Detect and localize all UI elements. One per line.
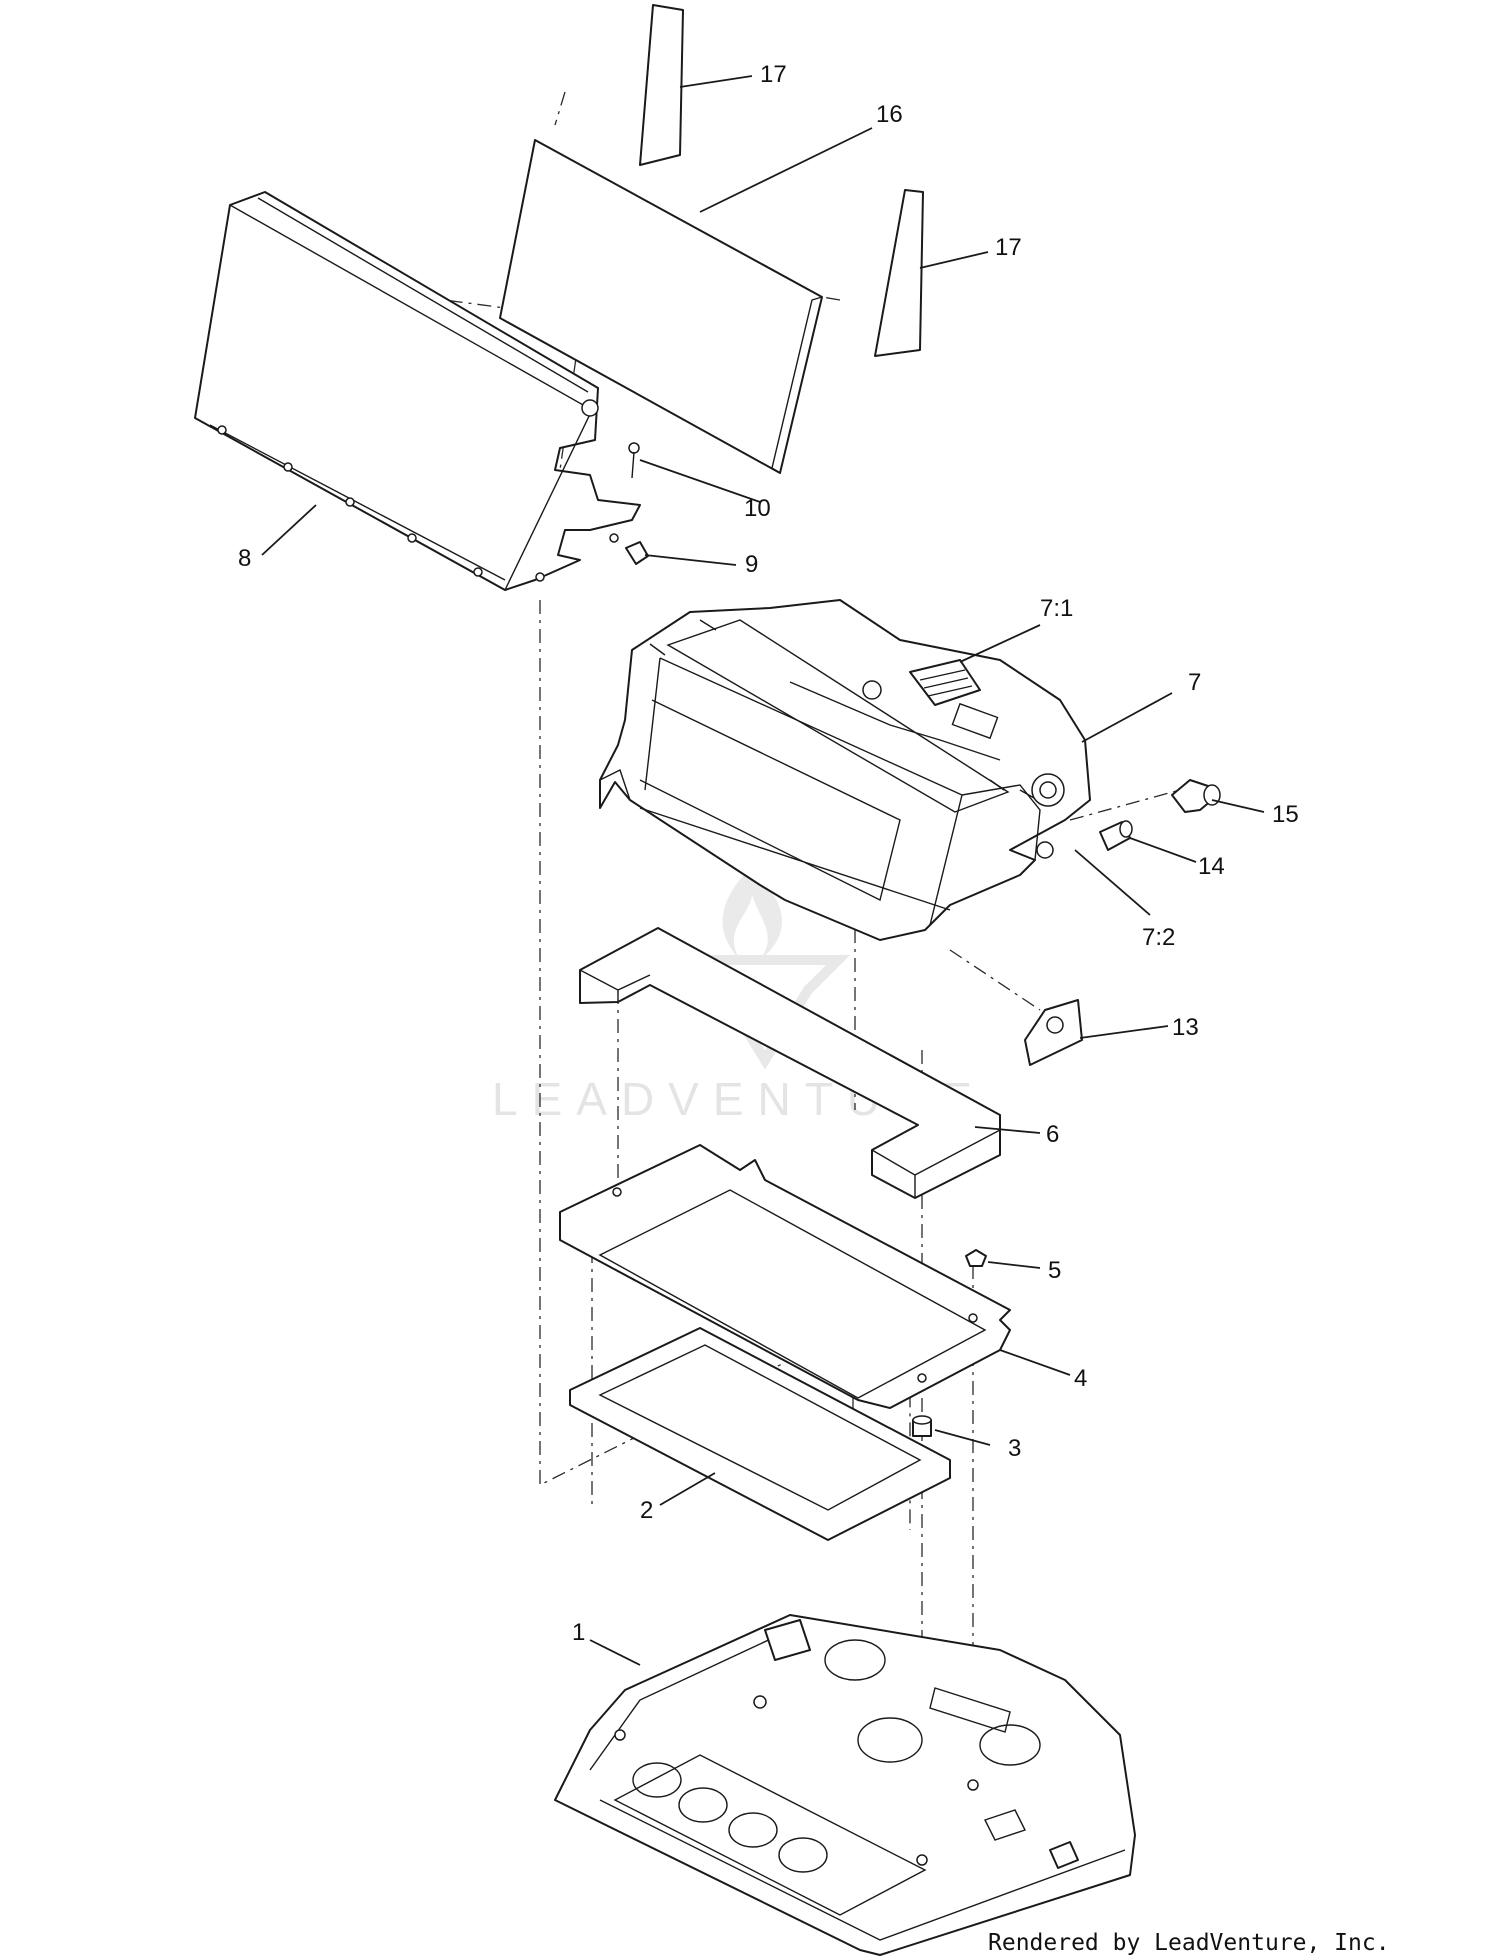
- footer-credit: Rendered by LeadVenture, Inc.: [988, 1930, 1390, 1956]
- callout-9: 9: [745, 551, 758, 578]
- part-2-gasket: [569, 1327, 951, 1541]
- part-8-cover: [194, 191, 641, 591]
- part-5-nut: [965, 1249, 987, 1267]
- part-6-frame: [579, 927, 1001, 1199]
- callout-14: 14: [1198, 853, 1225, 880]
- callout-3: 3: [1008, 1435, 1021, 1462]
- part-7-main-unit: [599, 599, 1091, 941]
- part-17-upper-wedge: [639, 4, 684, 166]
- callout-8: 8: [238, 545, 251, 572]
- callout-17-upper: 17: [760, 61, 787, 88]
- part-9-fastener: [609, 533, 649, 565]
- callout-17-lower: 17: [995, 234, 1022, 261]
- callout-7-2: 7:2: [1142, 924, 1175, 951]
- callout-16: 16: [876, 101, 903, 128]
- callout-15: 15: [1272, 801, 1299, 828]
- callout-1: 1: [572, 1619, 585, 1646]
- leader-lines: [261, 75, 1265, 1666]
- callout-7-1: 7:1: [1040, 595, 1073, 622]
- watermark-flame-icon: [722, 870, 782, 960]
- part-15-elbow-fitting: [1171, 779, 1221, 813]
- part-1-base: [554, 1614, 1136, 1956]
- part-3-spacer: [912, 1415, 932, 1437]
- callout-5: 5: [1048, 1257, 1061, 1284]
- callout-7: 7: [1188, 669, 1201, 696]
- callout-labels: 17 16 17 10 9 8 7:1 7 15 14 7:2 13 6 5 4…: [238, 61, 1299, 1646]
- part-13-bracket: [1024, 999, 1083, 1066]
- callout-2: 2: [640, 1497, 653, 1524]
- part-14-coupling: [1099, 820, 1133, 851]
- callout-6: 6: [1046, 1121, 1059, 1148]
- part-16-panel: [499, 139, 823, 474]
- part-10-screw: [628, 442, 640, 479]
- callout-13: 13: [1172, 1014, 1199, 1041]
- part-4-plate: [559, 1144, 1011, 1409]
- part-17-lower-wedge: [874, 189, 924, 357]
- callout-4: 4: [1074, 1365, 1087, 1392]
- callout-10: 10: [744, 495, 771, 522]
